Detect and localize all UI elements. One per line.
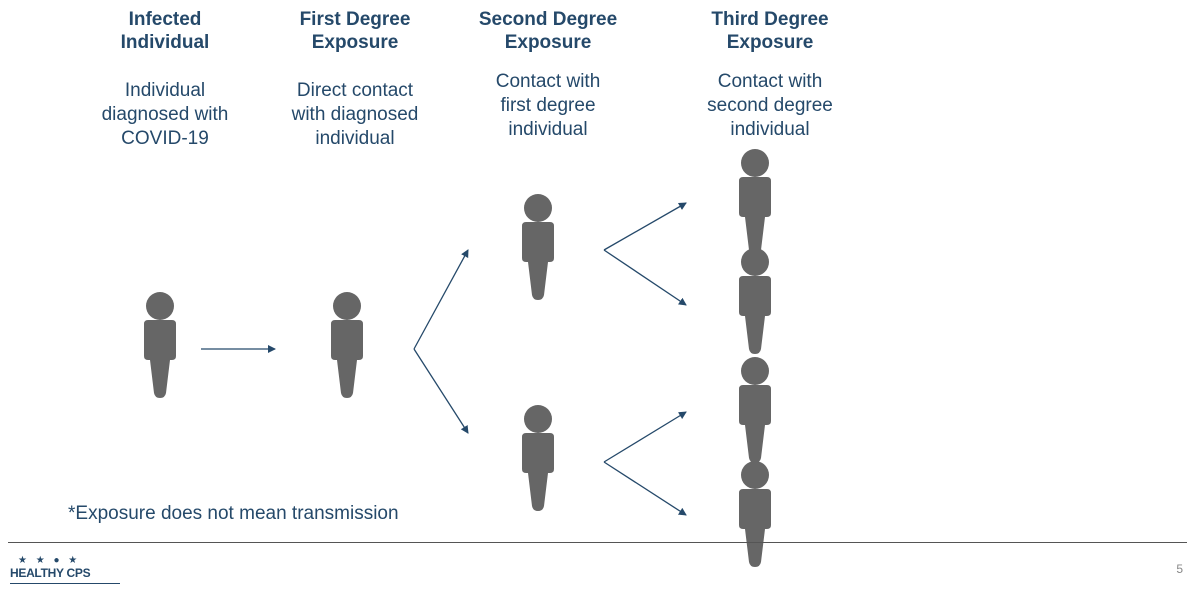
title-line: Exposure [504,32,592,53]
person-icon-second-degree [522,194,554,300]
column-title: Second Degree Exposure [458,8,638,54]
healthy-cps-logo: ★ ★ ● ★ HEALTHY CPS [10,555,120,584]
logo-underline [10,583,120,584]
title-line: Second Degree [478,9,618,30]
desc-line: individual [315,128,395,149]
arrow-second-to-third [603,411,687,463]
title-line: Individual [120,32,210,53]
arrow-first-to-second-top [413,249,469,350]
desc-line: with diagnosed [291,104,419,125]
logo-stars: ★ ★ ● ★ [18,555,81,566]
title-line: Third Degree [711,9,829,30]
desc-line: Contact with [717,71,823,92]
logo-name: HEALTHY CPS [10,566,91,580]
title-line: Infected [128,9,202,30]
footer-divider [8,542,1187,543]
desc-line: Individual [124,80,206,101]
arrow-first-to-second-bottom [413,348,469,434]
arrow-second-to-third [603,461,687,516]
column-third-degree: Third Degree Exposure Contact with secon… [665,8,875,142]
desc-line: first degree [500,95,596,116]
desc-line: diagnosed with [101,104,229,125]
arrow-second-to-third [603,249,687,306]
arrow-second-to-third [603,202,687,251]
title-line: Exposure [311,32,399,53]
column-title: First Degree Exposure [265,8,445,54]
desc-line: individual [508,119,588,140]
person-icon-third-degree [739,357,771,463]
desc-line: individual [730,119,810,140]
column-title: Third Degree Exposure [665,8,875,54]
person-icon-third-degree [739,248,771,354]
person-icon-third-degree [739,461,771,567]
column-first-degree: First Degree Exposure Direct contact wit… [265,8,445,151]
column-description: Contact with second degree individual [665,70,875,142]
desc-line: second degree [707,95,833,116]
person-icon-infected [144,292,176,398]
desc-line: Direct contact [296,80,414,101]
title-line: Exposure [726,32,814,53]
column-second-degree: Second Degree Exposure Contact with firs… [458,8,638,142]
column-description: Contact with first degree individual [458,70,638,142]
footnote: *Exposure does not mean transmission [68,503,399,524]
person-icon-first-degree [331,292,363,398]
person-icon-third-degree [739,149,771,255]
person-icon-second-degree [522,405,554,511]
desc-line: Contact with [495,71,601,92]
column-description: Individual diagnosed with COVID-19 [95,79,235,151]
title-line: First Degree [299,9,411,30]
column-infected: Infected Individual Individual diagnosed… [95,8,235,151]
column-description: Direct contact with diagnosed individual [265,79,445,151]
desc-line: COVID-19 [121,128,209,149]
page-number: 5 [1176,562,1183,576]
column-title: Infected Individual [95,8,235,54]
